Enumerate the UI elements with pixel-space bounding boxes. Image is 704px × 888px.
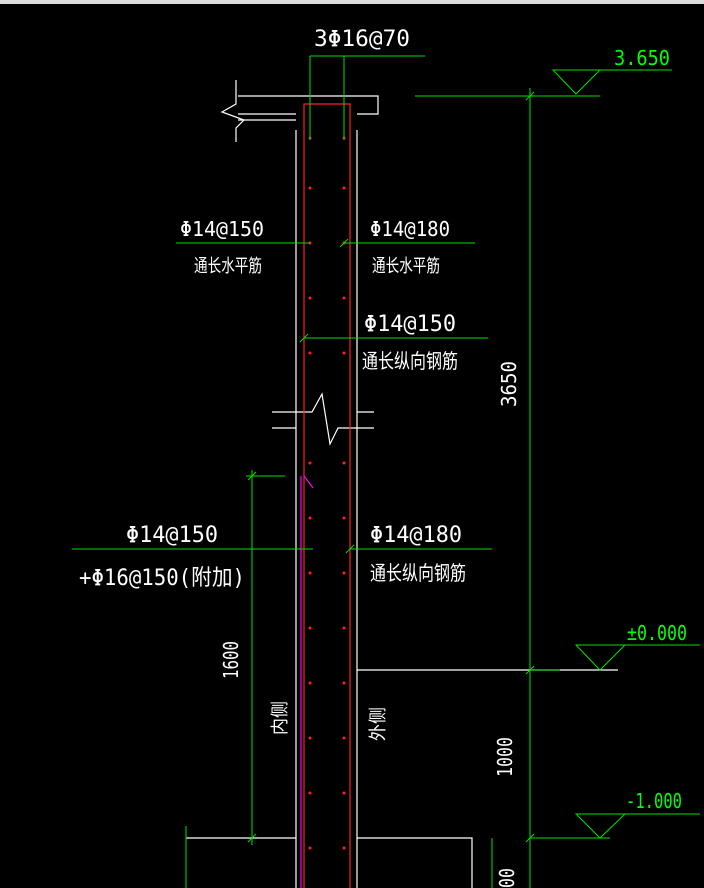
outer-horizontal-desc: 通长水平筋 <box>372 256 440 277</box>
elevation-ground-label: ±0.000 <box>627 621 687 645</box>
outer-horizontal-spec: Φ14@180 <box>370 217 450 241</box>
cut-off-dim: 00 <box>495 868 519 888</box>
inner-horizontal-spec: Φ14@150 <box>180 217 264 241</box>
inner-horizontal-desc: 通长水平筋 <box>194 256 262 277</box>
elevation-marker-ground <box>574 644 700 671</box>
upper-height-dim: 3650 <box>497 361 521 407</box>
window-top-edge <box>0 0 704 4</box>
inner-vertical-desc: 通长纵向钢筋 <box>362 349 458 373</box>
outer-lower-desc: 通长纵向钢筋 <box>370 561 466 585</box>
inner-side-label: 内侧 <box>270 701 291 735</box>
elevation-bottom-label: -1.000 <box>626 789 682 813</box>
wall-break-symbol <box>296 392 357 446</box>
wall-outline <box>186 95 618 888</box>
outer-side-label: 外侧 <box>368 707 389 741</box>
lower-height-dim: 1000 <box>493 737 517 777</box>
inner-lower-extra: +Φ16@150(附加) <box>79 566 245 591</box>
rebar-lines <box>303 103 351 888</box>
top-break-symbol <box>220 80 246 142</box>
elevation-top-label: 3.650 <box>614 46 670 70</box>
inner-lower-spec: Φ14@150 <box>126 523 218 548</box>
outer-lower-spec: Φ14@180 <box>370 523 462 548</box>
inner-vertical-spec: Φ14@150 <box>364 312 456 337</box>
elevation-marker-top <box>551 69 672 95</box>
leader-lines <box>72 55 610 888</box>
additional-zone-dim: 1600 <box>219 641 243 679</box>
elevation-marker-bottom <box>574 813 700 839</box>
rebar-dots <box>308 136 346 850</box>
dimension-ticks <box>247 91 535 843</box>
additional-rebar-hook <box>303 475 314 489</box>
top-rebar-label: 3Φ16@70 <box>314 27 410 52</box>
